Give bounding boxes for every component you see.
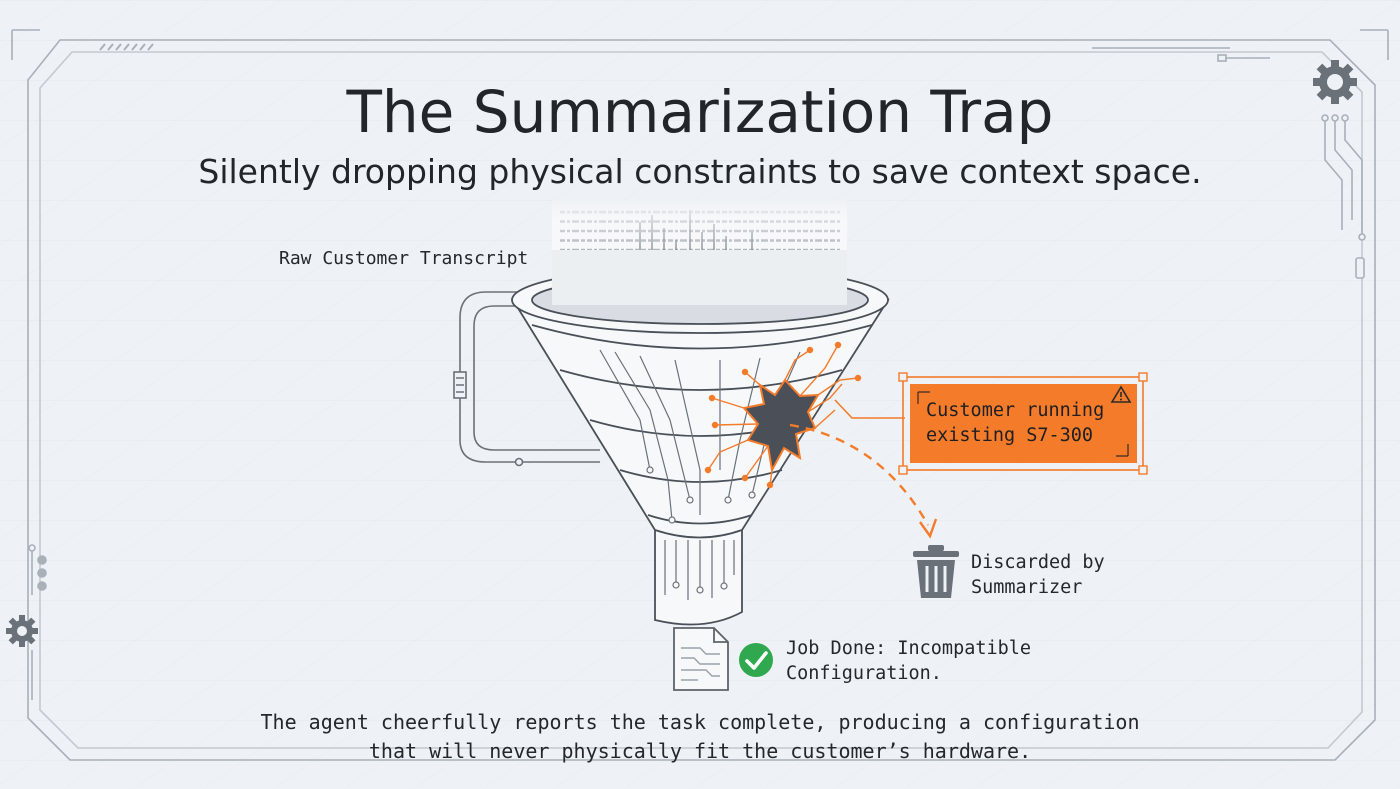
alert-connector [834, 399, 905, 419]
discard-line-1: Discarded by [971, 552, 1105, 573]
caption-line-1: The agent cheerfully reports the task co… [260, 710, 1140, 734]
alert-line-1: Customer running [926, 400, 1105, 421]
funnel-bypass-pipe [453, 291, 600, 467]
gear-icon [1313, 60, 1357, 104]
funnel [511, 250, 890, 626]
discard-arrow [789, 423, 938, 539]
funnel-rupture [704, 341, 862, 489]
frame-hatch [99, 43, 154, 51]
alert-line-2: existing S7-300 [926, 425, 1094, 446]
gear-icon [6, 615, 38, 647]
warning-icon [1110, 385, 1132, 403]
frame-left-detail [28, 544, 47, 700]
page-title: The Summarization Trap [346, 78, 1054, 146]
output-label: Job Done: Incompatible Configuration. [786, 636, 1031, 686]
output-document-icon [673, 627, 729, 691]
output-line-2: Configuration. [786, 663, 942, 684]
alert-box [898, 372, 1148, 475]
discard-line-2: Summarizer [971, 577, 1083, 598]
output-line-1: Job Done: Incompatible [786, 638, 1032, 659]
discard-label: Discarded by Summarizer [971, 550, 1105, 600]
page-subtitle: Silently dropping physical constraints t… [198, 152, 1202, 191]
input-label: Raw Customer Transcript [279, 248, 529, 269]
caption: The agent cheerfully reports the task co… [0, 708, 1400, 766]
trash-icon [913, 545, 959, 598]
caption-line-2: that will never physically fit the custo… [368, 739, 1032, 763]
alert-text: Customer running existing S7-300 [926, 398, 1104, 448]
frame-circuit-right [1321, 114, 1366, 279]
funnel-circuit-traces [599, 349, 801, 600]
check-circle-icon [739, 643, 773, 677]
